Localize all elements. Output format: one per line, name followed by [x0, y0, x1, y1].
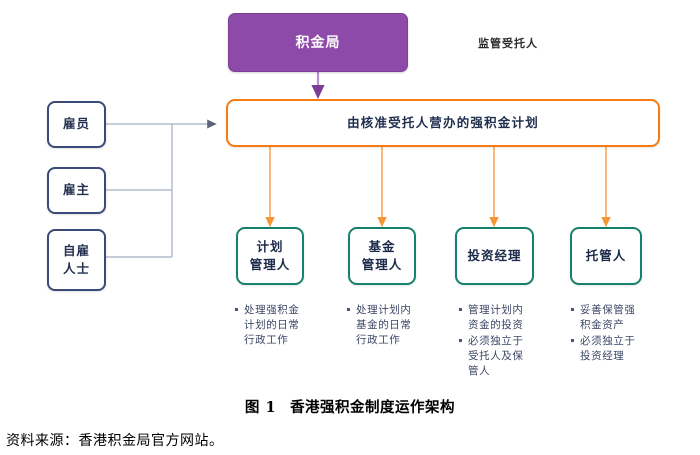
- bullet-line: 处理计划内: [356, 304, 412, 316]
- bullet-line: 积金资产: [580, 318, 625, 331]
- list-item: 管理计划内 资金的投资: [459, 303, 571, 333]
- node-mpf-scheme[interactable]: 由核准受托人营办的强积金计划: [226, 99, 660, 147]
- mpf-system-diagram: 积金局 监管受托人 雇员 雇主 自雇 人士 由核准受托人营办的强积金计划 计划 …: [47, 13, 683, 380]
- node-stakeholder-employee-label: 雇员: [62, 117, 90, 132]
- node-authority-label: 积金局: [295, 34, 341, 51]
- bullet-line: 妥善保管强: [580, 304, 636, 316]
- bullet-line: 投资经理: [580, 349, 625, 362]
- bullets-fund-administrator: 处理计划内 基金的日常 行政工作: [347, 303, 459, 349]
- node-stakeholder-self-employed[interactable]: 自雇 人士: [47, 229, 106, 291]
- node-authority-mpfa[interactable]: 积金局: [228, 13, 408, 72]
- bullet-line: 管理计划内: [468, 304, 524, 316]
- bullet-point-icon: [347, 308, 356, 317]
- bullet-line: 资金的投资: [468, 318, 524, 331]
- caption-block: 图 1 香港强积金制度运作架构 资料来源：香港积金局官方网站。: [0, 392, 700, 450]
- connector-scheme-to-roles: [265, 147, 611, 228]
- node-stakeholder-employer-label: 雇主: [62, 183, 90, 198]
- bullet-line: 行政工作: [244, 333, 289, 346]
- node-role-fund-administrator-line1: 基金: [368, 239, 396, 254]
- node-role-fund-administrator-line2: 管理人: [361, 258, 403, 272]
- figure-number: 图 1: [244, 399, 277, 416]
- bullet-point-icon: [459, 308, 468, 317]
- node-role-custodian-label: 托管人: [585, 248, 627, 263]
- list-item: 处理强积金 计划的日常 行政工作: [235, 303, 347, 348]
- bullet-line: 处理强积金: [244, 304, 300, 316]
- list-item: 处理计划内 基金的日常 行政工作: [347, 303, 459, 348]
- bullets-custodian: 妥善保管强 积金资产 必须独立于 投资经理: [571, 303, 683, 365]
- list-item: 妥善保管强 积金资产: [571, 303, 683, 333]
- node-role-scheme-administrator[interactable]: 计划 管理人: [236, 227, 304, 285]
- node-role-scheme-administrator-line1: 计划: [256, 239, 284, 254]
- node-mpf-scheme-label: 由核准受托人营办的强积金计划: [347, 115, 539, 130]
- bullet-line: 必须独立于: [468, 334, 524, 347]
- list-item: 必须独立于 投资经理: [571, 334, 683, 364]
- node-role-custodian[interactable]: 托管人: [570, 227, 642, 285]
- figure-title: 香港强积金制度运作架构: [290, 399, 456, 416]
- bullet-point-icon: [459, 338, 468, 348]
- bullets-investment-manager: 管理计划内 资金的投资 必须独立于 受托人及保 管人: [459, 303, 571, 380]
- bullets-scheme-administrator: 处理强积金 计划的日常 行政工作: [235, 303, 347, 349]
- bullet-line: 计划的日常: [244, 318, 300, 331]
- bullet-line: 管人: [468, 364, 491, 377]
- bullet-line: 必须独立于: [580, 334, 636, 347]
- node-role-investment-manager[interactable]: 投资经理: [455, 227, 534, 285]
- node-stakeholder-self-employed-label-line1: 自雇: [62, 243, 90, 258]
- node-role-fund-administrator[interactable]: 基金 管理人: [348, 227, 416, 285]
- bullet-line: 行政工作: [356, 333, 401, 346]
- bullet-point-icon: [571, 338, 580, 348]
- bullet-line: 受托人及保: [468, 349, 524, 362]
- node-role-investment-manager-label: 投资经理: [467, 248, 522, 263]
- annotation-regulates-trustees: 监管受托人: [478, 38, 538, 50]
- node-stakeholder-self-employed-label-line2: 人士: [62, 262, 90, 276]
- node-role-scheme-administrator-line2: 管理人: [249, 258, 291, 272]
- connector-layer: [106, 72, 611, 258]
- bullet-point-icon: [235, 308, 244, 317]
- bullet-point-icon: [571, 308, 580, 317]
- figure-caption: 图 1 香港强积金制度运作架构: [0, 392, 700, 417]
- list-item: 必须独立于 受托人及保 管人: [459, 334, 571, 379]
- figure-source: 资料来源：香港积金局官方网站。: [6, 433, 224, 449]
- node-stakeholder-employer[interactable]: 雇主: [47, 167, 106, 214]
- bullet-line: 基金的日常: [356, 318, 412, 331]
- node-stakeholder-employee[interactable]: 雇员: [47, 101, 106, 148]
- connector-stakeholders-to-scheme: [106, 119, 217, 258]
